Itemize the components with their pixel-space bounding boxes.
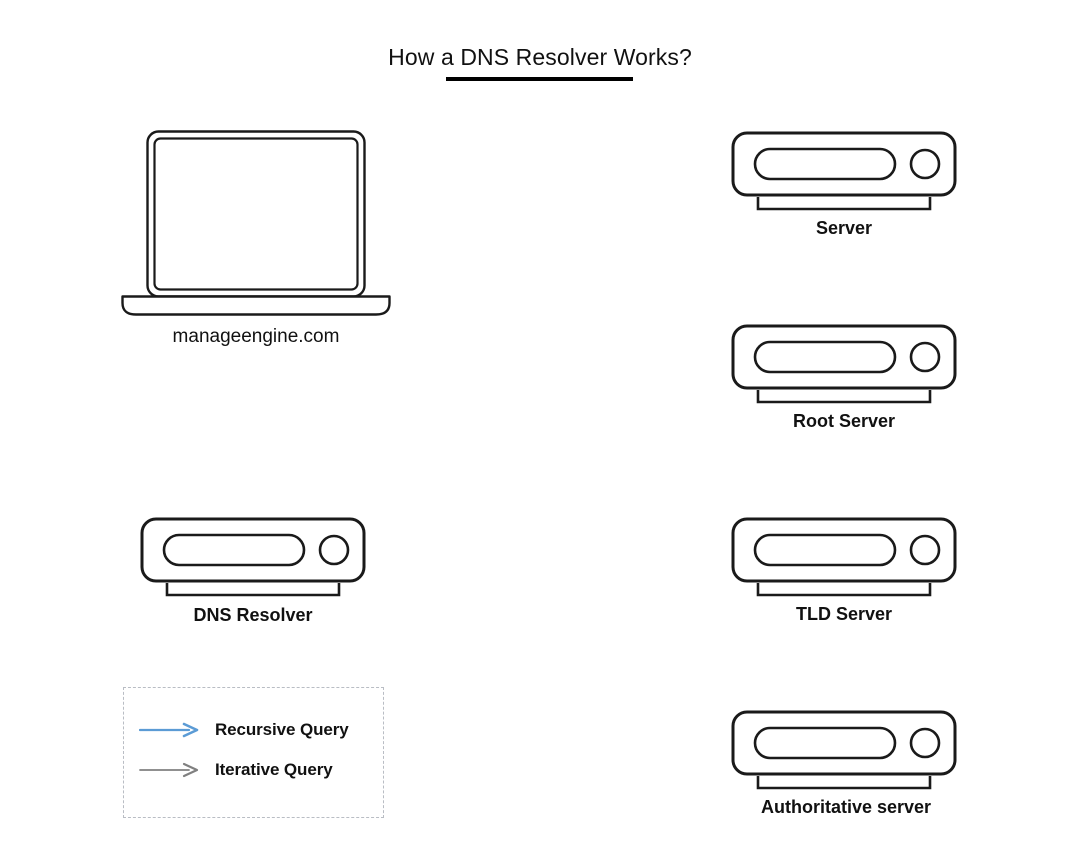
server-label: DNS Resolver (193, 605, 313, 625)
server-label: Root Server (792, 411, 896, 431)
laptop-label: manageengine.com (172, 326, 340, 347)
server-label: TLD Server (795, 604, 893, 624)
legend-label-iterative-query: Iterative Query (215, 760, 333, 779)
server-icon (731, 517, 957, 601)
legend-label-recursive-query: Recursive Query (215, 720, 349, 739)
page-title: How a DNS Resolver Works? (388, 44, 692, 70)
legend-box: Recursive Query Iterative Query (123, 687, 384, 818)
server-label: Authoritative server (760, 797, 932, 817)
server-icon (731, 131, 957, 215)
legend-item-iterative-query: Iterative Query (139, 760, 333, 780)
server-icon (731, 324, 957, 408)
server-icon (140, 517, 366, 601)
laptop-icon (120, 128, 392, 318)
arrow-right-icon (139, 762, 199, 778)
legend-item-recursive-query: Recursive Query (139, 720, 349, 740)
title-underline (446, 77, 633, 81)
server-label: Server (815, 218, 873, 238)
server-icon (731, 710, 957, 794)
arrow-right-icon (139, 722, 199, 738)
